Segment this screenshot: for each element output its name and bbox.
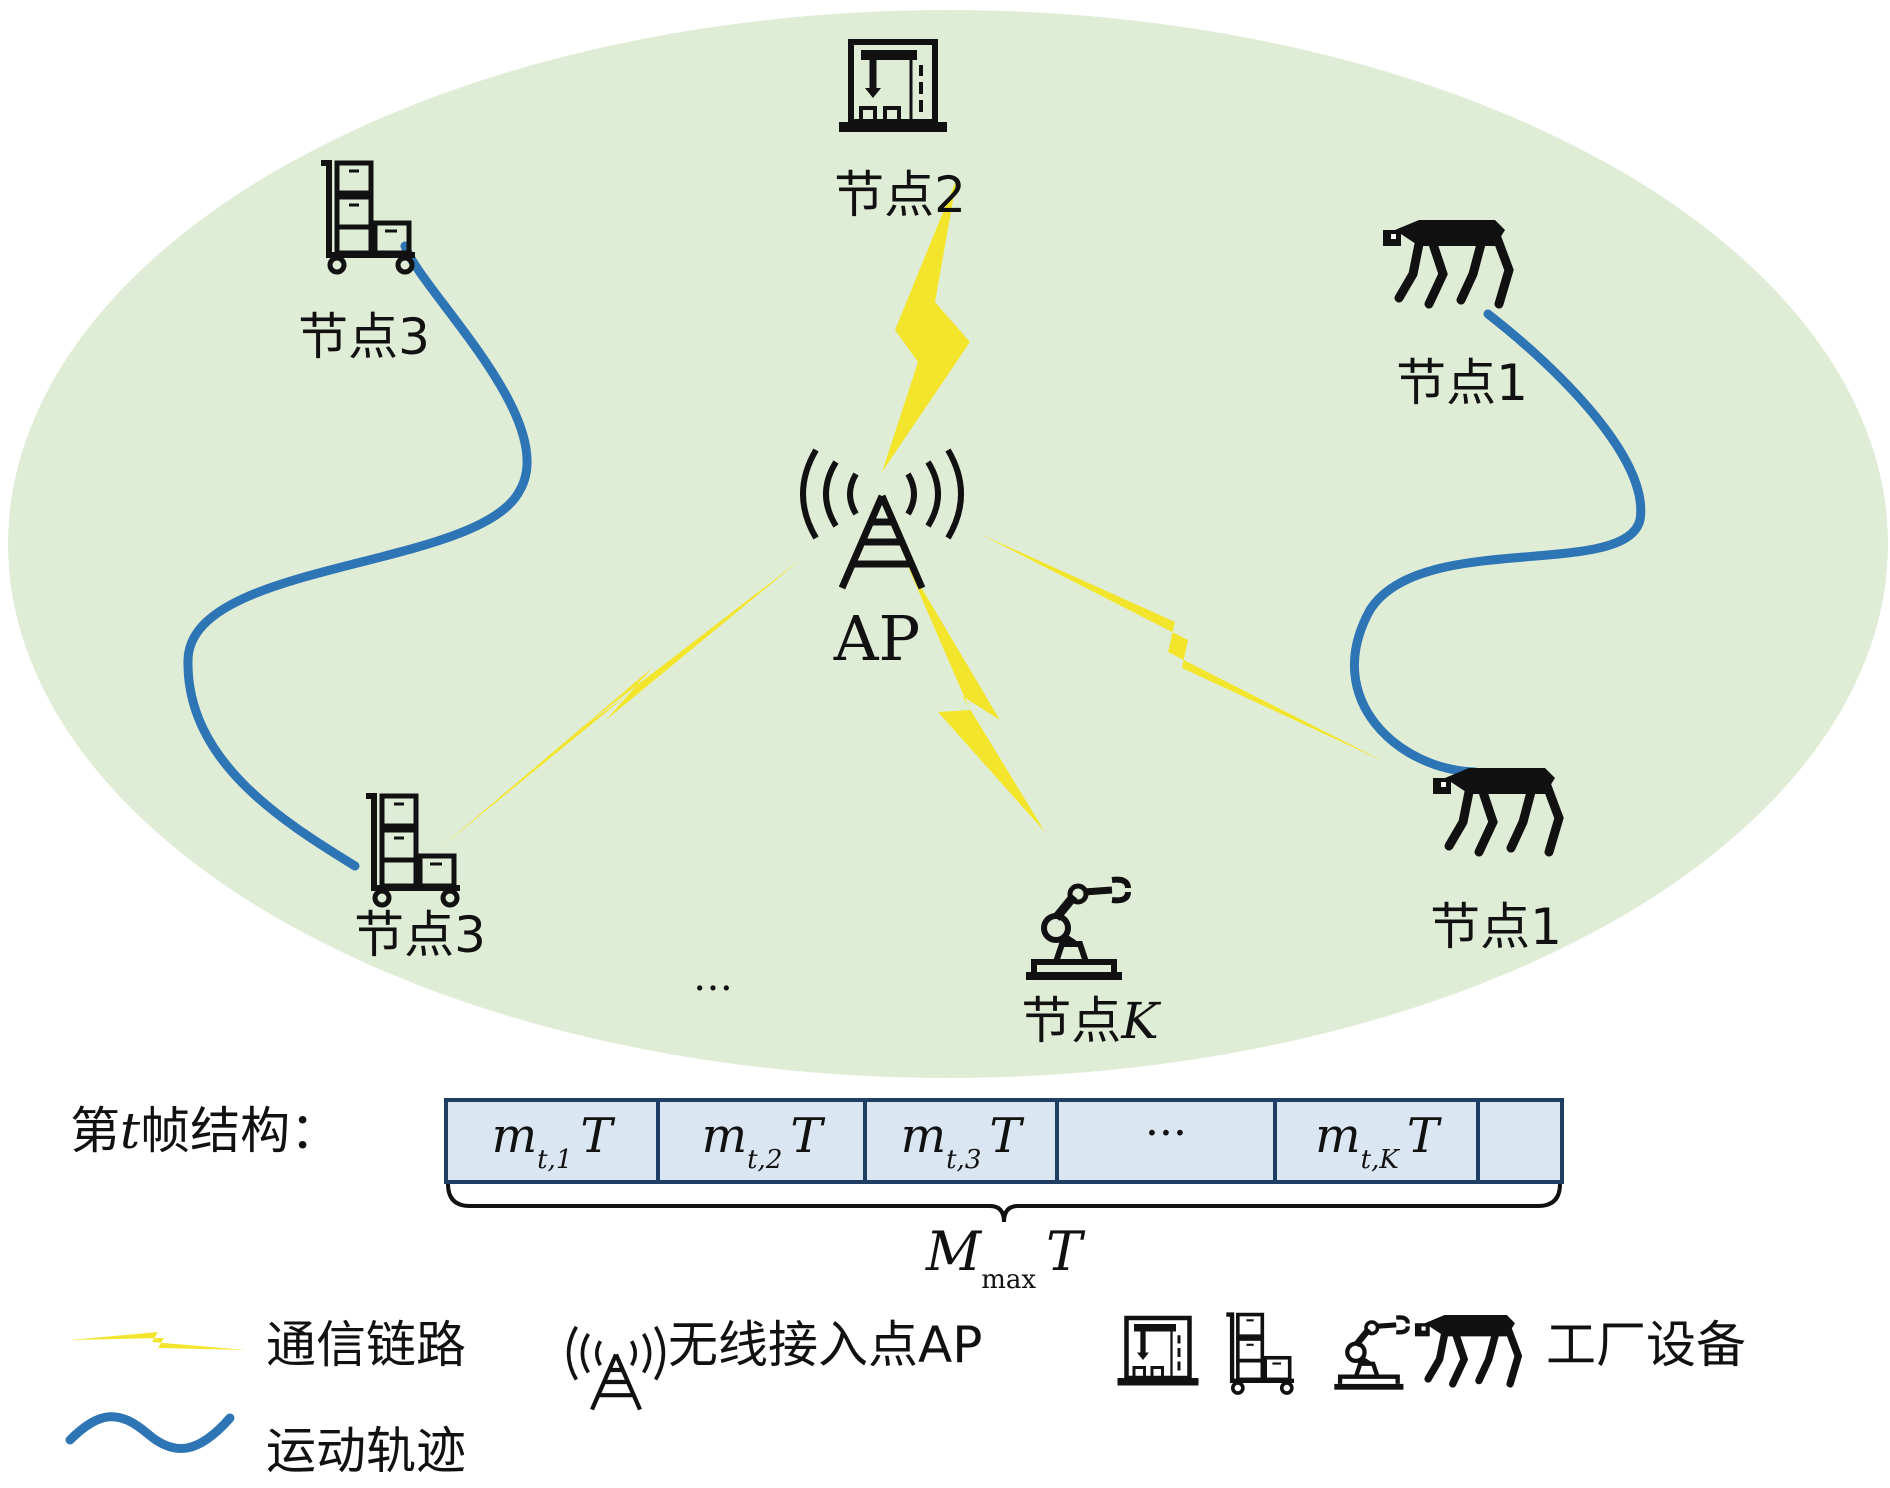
link-ap-nodek xyxy=(905,560,1045,832)
legend-ap-icon xyxy=(569,1327,664,1410)
link-ap-node3 xyxy=(440,560,800,848)
frame-brace xyxy=(446,1183,1562,1223)
node1-bottom-label: 节点1 xyxy=(1430,898,1562,956)
link-ap-node1 xyxy=(980,534,1385,762)
legend-ap-label: 无线接入点AP xyxy=(668,1316,982,1374)
nodes-ellipsis: … xyxy=(693,954,733,1000)
trajectory-node3 xyxy=(183,241,532,871)
legend-dog-icon xyxy=(1415,1315,1518,1384)
legend-machine-icon xyxy=(1118,1318,1199,1386)
frame-slot xyxy=(444,1098,660,1184)
nodek-label: 节点K xyxy=(1021,992,1161,1050)
legend-link-label: 通信链路 xyxy=(266,1316,466,1374)
trajectory-node1 xyxy=(1350,309,1646,777)
node2-label: 节点2 xyxy=(834,166,966,224)
frame-slot-idle xyxy=(1476,1098,1564,1184)
slot-ellipsis: ··· xyxy=(1145,1108,1187,1159)
legend-trajectory-label: 运动轨迹 xyxy=(266,1422,466,1480)
legend-arm-icon xyxy=(1334,1317,1407,1389)
ap-label: AP xyxy=(833,602,921,675)
node3-top-label: 节点3 xyxy=(298,308,430,366)
legend-devices-label: 工厂设备 xyxy=(1546,1316,1746,1374)
legend-trajectory-swatch xyxy=(65,1412,235,1453)
node1-top-label: 节点1 xyxy=(1396,354,1528,412)
node3-bottom-label: 节点3 xyxy=(354,906,486,964)
frame-bar xyxy=(444,1098,1564,1184)
link-ap-node2 xyxy=(882,178,970,472)
legend-link-swatch xyxy=(70,1332,246,1350)
frame-slot xyxy=(656,1098,867,1184)
coverage-area xyxy=(8,10,1888,1078)
legend-cart-icon xyxy=(1226,1315,1294,1393)
frame-label: 第t帧结构： xyxy=(70,1102,340,1160)
